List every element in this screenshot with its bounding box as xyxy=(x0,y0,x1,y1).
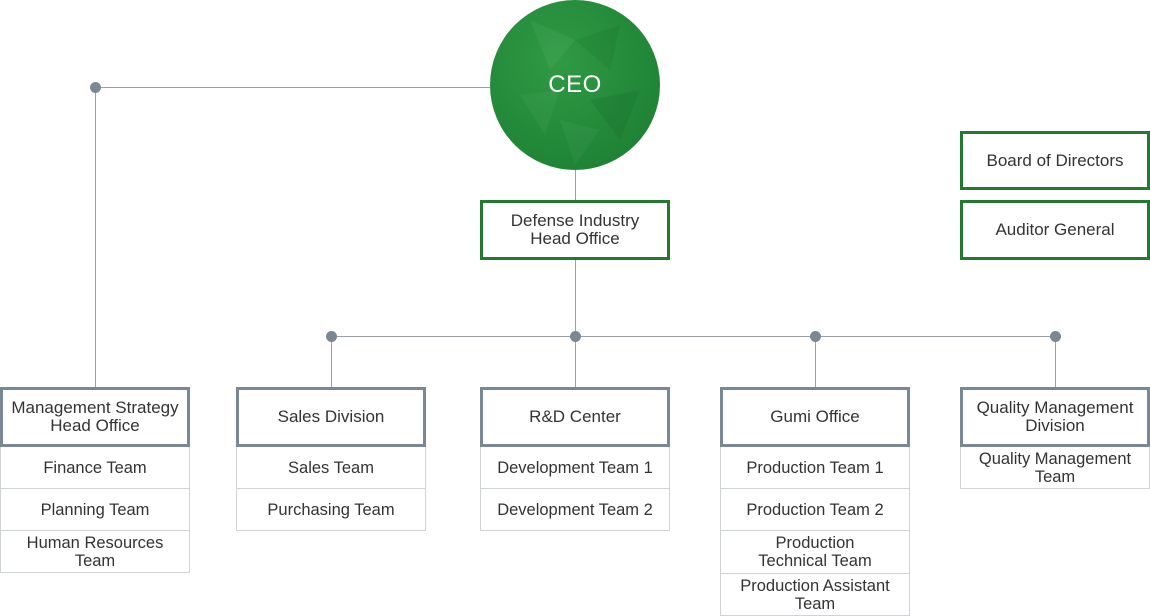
junction-dot-sales xyxy=(326,331,337,342)
team-label: Purchasing Team xyxy=(267,500,395,519)
team-label: Human Resources Team xyxy=(26,533,164,570)
ceo-node: CEO xyxy=(490,0,660,170)
connector-gumi xyxy=(815,337,816,388)
board-of-directors: Board of Directors xyxy=(960,131,1150,190)
team-planning: Planning Team xyxy=(0,489,190,531)
auditor-label: Auditor General xyxy=(995,220,1115,239)
division-quality-management: Quality Management Division xyxy=(960,387,1150,447)
connector-defense-bus xyxy=(575,260,576,388)
team-production-2: Production Team 2 xyxy=(720,489,910,531)
team-label: Finance Team xyxy=(43,458,147,477)
team-label: Quality Management Team xyxy=(978,449,1132,486)
team-production-1: Production Team 1 xyxy=(720,447,910,489)
division-gumi-office: Gumi Office xyxy=(720,387,910,447)
ceo-pattern-icon xyxy=(520,20,640,165)
team-label: Development Team 2 xyxy=(497,500,653,519)
junction-dot-rnd xyxy=(570,331,581,342)
auditor-general: Auditor General xyxy=(960,200,1150,260)
team-label: Sales Team xyxy=(288,458,374,477)
division-sales: Sales Division xyxy=(236,387,426,447)
team-label: Production Technical Team xyxy=(758,534,872,570)
connector-quality xyxy=(1055,337,1056,388)
division-rnd-center: R&D Center xyxy=(480,387,670,447)
ceo-label: CEO xyxy=(548,71,602,98)
division-title-line: Sales Division xyxy=(277,407,385,426)
connector-left-vertical xyxy=(95,88,96,388)
team-sales: Sales Team xyxy=(236,447,426,489)
team-production-technical: Production Technical Team xyxy=(720,531,910,574)
team-development-1: Development Team 1 xyxy=(480,447,670,489)
division-title-line: Management Strategy xyxy=(11,398,179,417)
connector-division-bus xyxy=(331,336,1056,337)
division-title-line: R&D Center xyxy=(529,407,621,426)
defense-label-line1: Defense Industry xyxy=(510,211,640,230)
division-title-line: Gumi Office xyxy=(770,407,860,426)
team-label: Planning Team xyxy=(40,500,150,519)
team-label: Production Team 1 xyxy=(746,458,884,477)
connector-ceo-defense xyxy=(575,170,576,201)
team-label: Production Team 2 xyxy=(746,500,884,519)
connector-sales xyxy=(331,337,332,388)
team-production-assistant: Production Assistant Team xyxy=(720,574,910,616)
defense-industry-head-office: Defense Industry Head Office xyxy=(480,200,670,260)
junction-dot-gumi xyxy=(810,331,821,342)
team-quality-management: Quality Management Team xyxy=(960,447,1150,489)
division-title-line: Head Office xyxy=(50,416,140,435)
team-label: Development Team 1 xyxy=(497,458,653,477)
division-title-line: Quality Management xyxy=(976,398,1134,417)
team-human-resources: Human Resources Team xyxy=(0,531,190,573)
division-title-line: Division xyxy=(1025,416,1085,435)
team-label: Production Assistant Team xyxy=(740,576,890,613)
defense-label-line2: Head Office xyxy=(530,229,620,248)
junction-dot-quality xyxy=(1050,331,1061,342)
junction-dot-management xyxy=(90,82,101,93)
team-purchasing: Purchasing Team xyxy=(236,489,426,531)
connector-ceo-left xyxy=(96,87,490,88)
team-finance: Finance Team xyxy=(0,447,190,489)
team-development-2: Development Team 2 xyxy=(480,489,670,531)
division-management-strategy: Management Strategy Head Office xyxy=(0,387,190,447)
board-label: Board of Directors xyxy=(986,150,1124,170)
